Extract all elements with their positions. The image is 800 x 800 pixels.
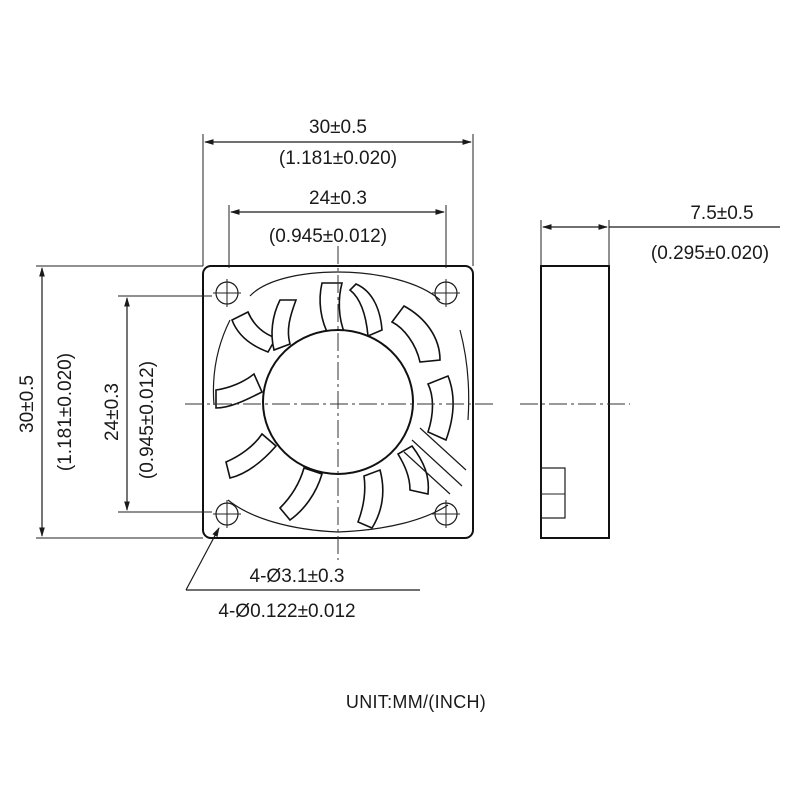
- dim-overall-width: 30±0.5 (1.181±0.020): [202, 117, 474, 266]
- hole-spacing-height-mm-label: 24±0.3: [102, 383, 123, 441]
- overall-height-mm-label: 30±0.5: [17, 375, 38, 433]
- hole-diameter-in-label: 4-Ø0.122±0.012: [218, 601, 355, 622]
- dim-hole-spacing-width: 24±0.3 (0.945±0.012): [228, 188, 447, 268]
- thickness-in-label: (0.295±0.020): [651, 243, 769, 264]
- hole-spacing-height-in-label: (0.945±0.012): [137, 361, 158, 479]
- dim-thickness: 7.5±0.5 (0.295±0.020): [540, 203, 780, 266]
- wire-channel: [403, 427, 467, 495]
- hole-diameter-mm-label: 4-Ø3.1±0.3: [250, 566, 345, 587]
- fan-blades: [215, 282, 454, 530]
- front-view: [185, 246, 495, 560]
- side-view: [520, 265, 630, 539]
- unit-note: UNIT:MM/(INCH): [346, 692, 486, 712]
- dim-overall-height: 30±0.5 (1.181±0.020): [17, 265, 203, 539]
- overall-width-mm-label: 30±0.5: [309, 117, 367, 138]
- overall-height-in-label: (1.181±0.020): [55, 353, 76, 471]
- shroud-outline: [212, 271, 470, 533]
- hole-spacing-width-in-label: (0.945±0.012): [269, 226, 387, 247]
- side-connector: [540, 467, 566, 519]
- overall-width-in-label: (1.181±0.020): [279, 148, 397, 169]
- dim-hole-spacing-height: 24±0.3 (0.945±0.012): [102, 295, 212, 513]
- fan-side-body: [540, 265, 610, 539]
- thickness-mm-label: 7.5±0.5: [690, 203, 753, 224]
- dim-hole-diameter: 4-Ø3.1±0.3 4-Ø0.122±0.012: [185, 527, 420, 622]
- hole-spacing-width-mm-label: 24±0.3: [309, 188, 367, 209]
